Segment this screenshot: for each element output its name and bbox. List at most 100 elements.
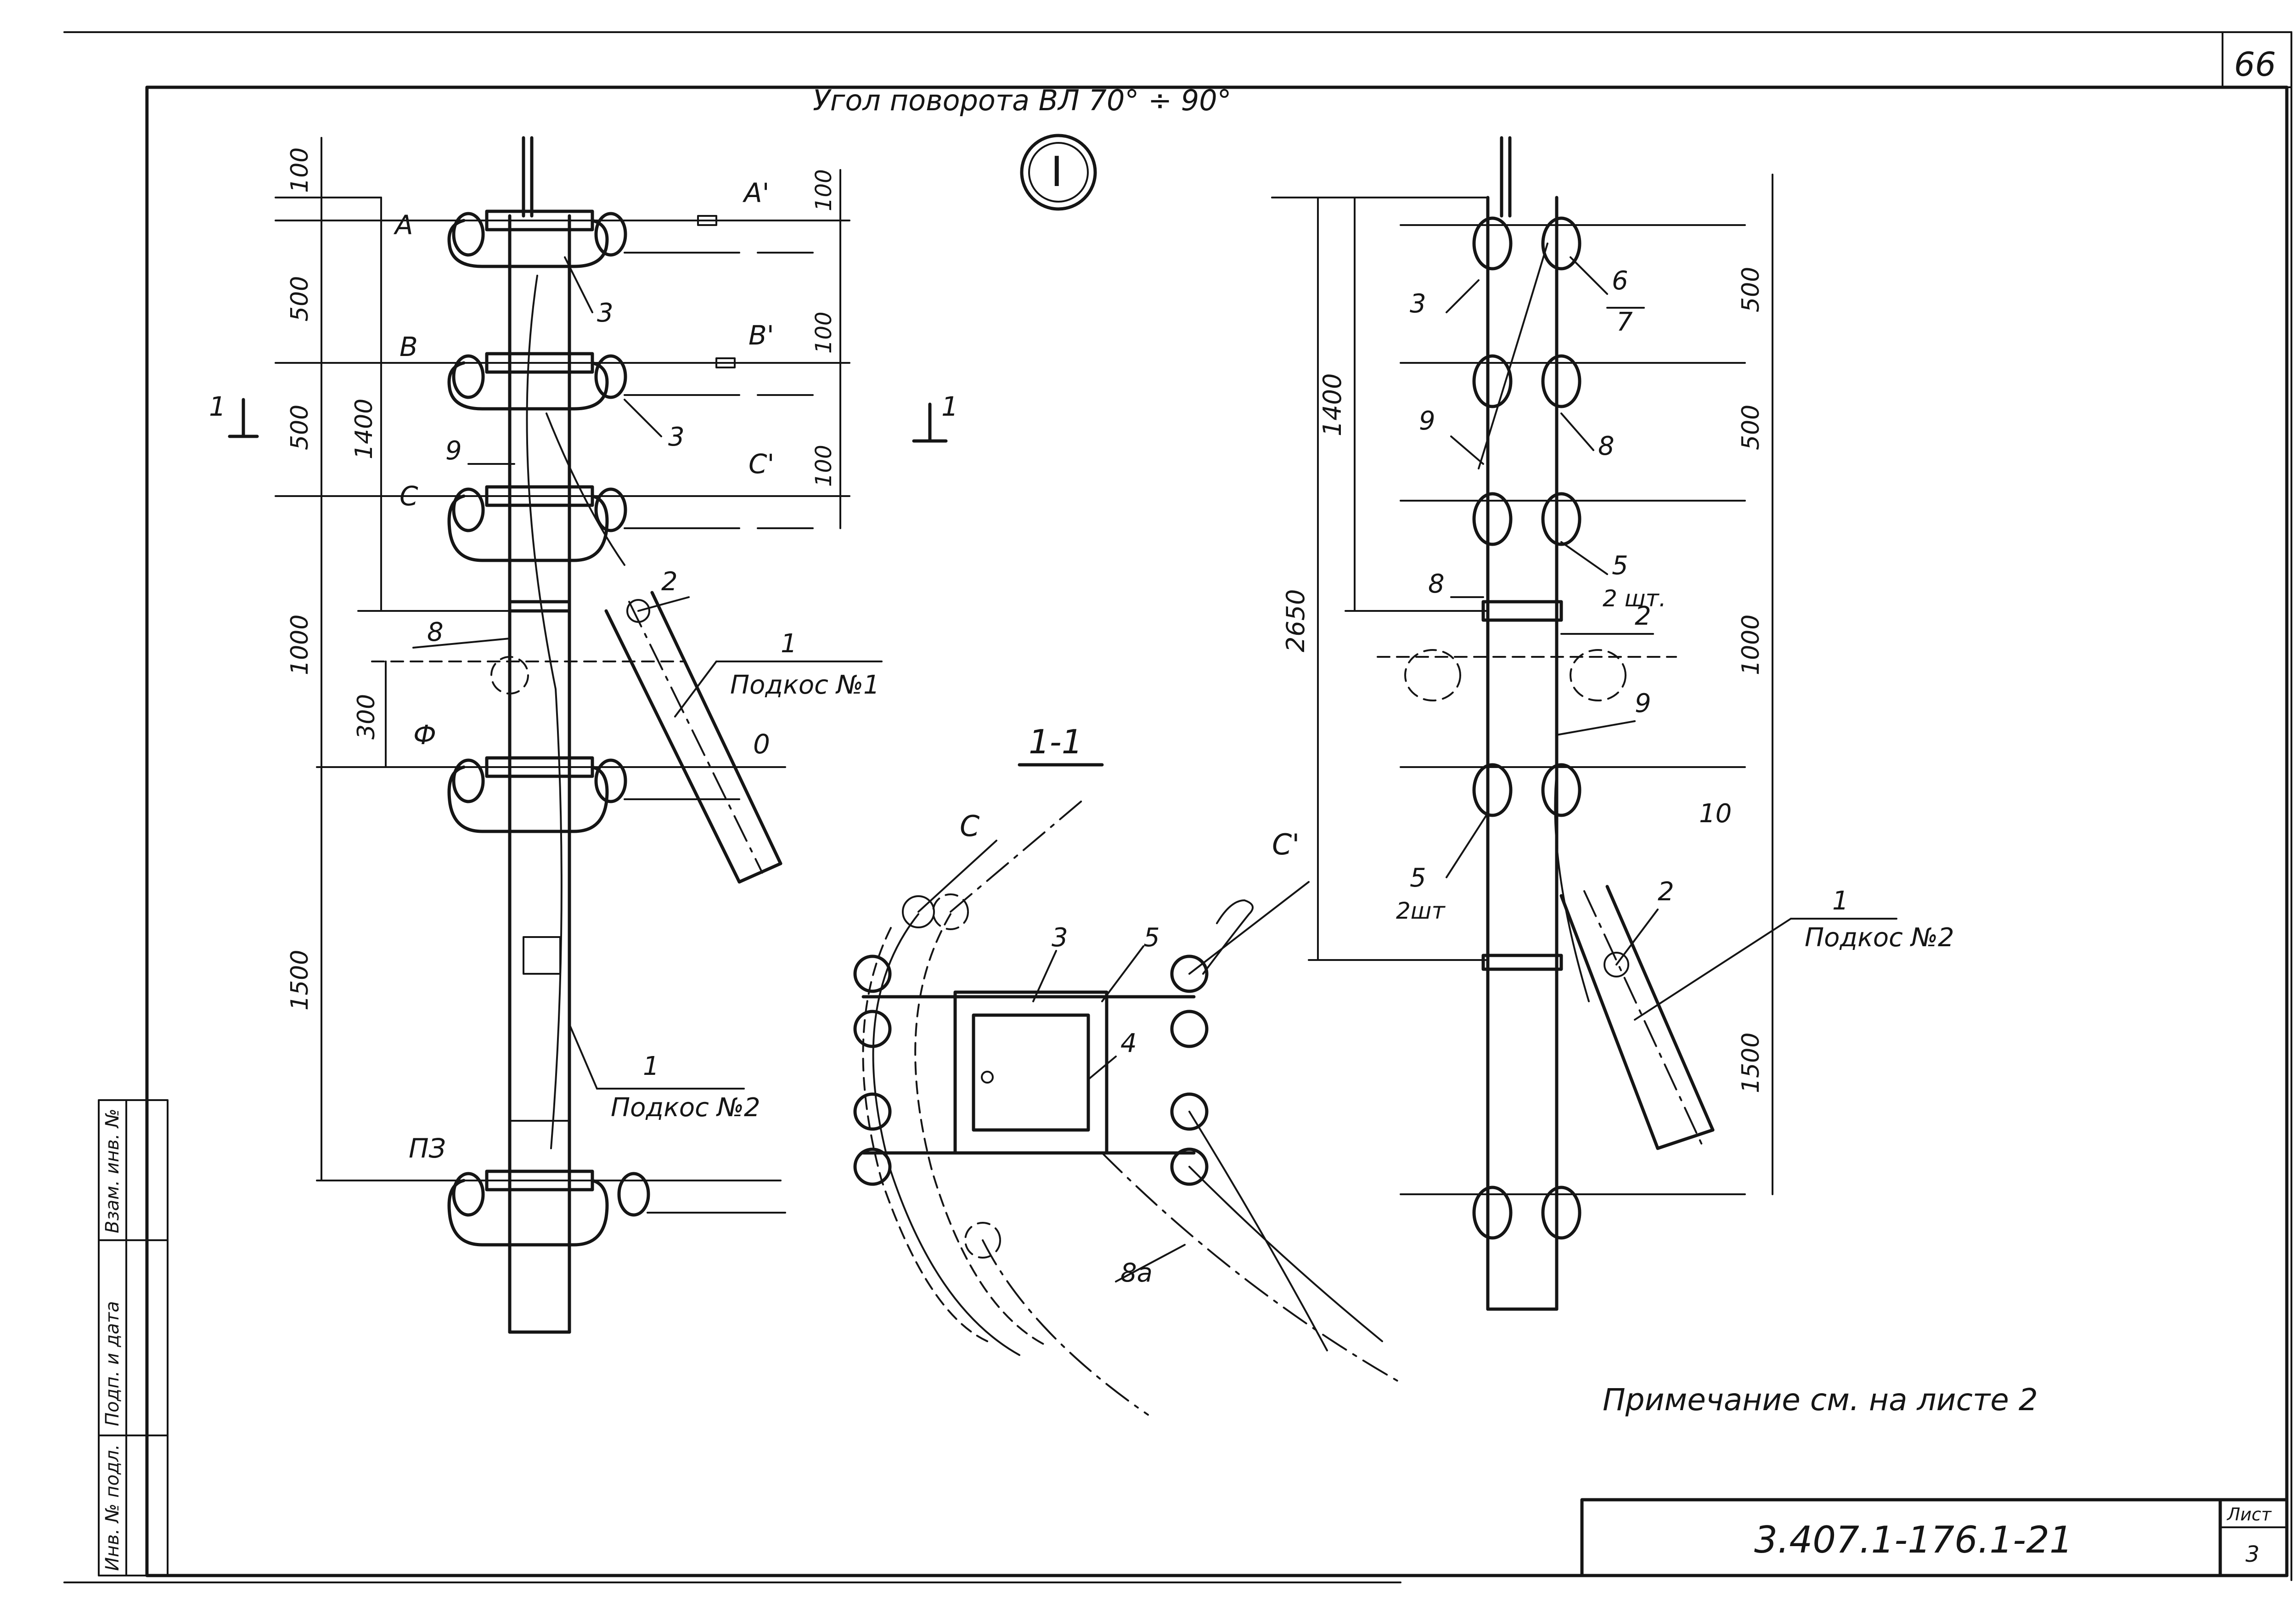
callouts-right: 3 6 7 9 8 5 2 шт. 8 2 9 10 5 2шт 2	[1396, 256, 1954, 1021]
level-F: Ф	[413, 719, 436, 751]
crossarms-left	[275, 209, 850, 1247]
callout-r-2sht-b: 2шт	[1396, 898, 1446, 924]
bracket-2-left	[508, 600, 571, 613]
section-label-C-prime: С'	[1272, 828, 1300, 861]
callout-r-2sht-a: 2 шт.	[1603, 585, 1666, 612]
callout-r-6: 6	[1612, 266, 1628, 296]
level-C-prime: С'	[748, 448, 774, 480]
dims-left-inner: 1400 300	[350, 197, 511, 768]
dim-1500-right: 1500	[1737, 1033, 1765, 1093]
dims-right-right: 500 500 1000 1500	[1737, 174, 1773, 1195]
section-view: 1-1	[853, 723, 1401, 1416]
callout-r-7: 7	[1616, 307, 1633, 337]
crossarms-right	[1377, 216, 1746, 1240]
brace-2-label-right: Подкос №2	[1805, 923, 1954, 953]
drawing-note: Примечание см. на листе 2	[1603, 1382, 2038, 1418]
crossarm-B	[275, 352, 850, 411]
callout-r-8-b: 8	[1428, 569, 1445, 599]
document-code: 3.407.1-176.1-21	[1754, 1519, 2073, 1561]
section-marker-right-label: 1	[941, 391, 958, 422]
level-B: В	[400, 331, 418, 362]
dim-right-100-b: 100	[811, 311, 837, 354]
callouts-left: 3 3 9 2 8 1 Подкос №1 1 Подкос №2	[412, 256, 883, 1123]
callout-9: 9	[445, 436, 462, 466]
left-view: 100 500 500 1000 1500 1400 300 100 100 1…	[209, 136, 958, 1334]
callout-r-10: 10	[1699, 799, 1732, 829]
sheet-label: Лист	[2226, 1504, 2272, 1525]
stamp-replace-inv: Взам. инв. №	[102, 1108, 123, 1233]
callout-r-9-b: 9	[1635, 689, 1651, 718]
brace-1-label: Подкос №1	[730, 670, 880, 700]
side-stamp: Инв. № подл. Подп. и дата Взам. инв. №	[98, 1099, 169, 1576]
level-C: С	[400, 480, 418, 512]
section-marker-right: 1	[912, 391, 958, 443]
callout-1-b: 1	[643, 1051, 659, 1081]
level-PZ: ПЗ	[409, 1133, 446, 1164]
callout-r-3: 3	[1410, 289, 1426, 319]
section-label-4: 4	[1120, 1028, 1137, 1058]
callout-r-5-a: 5	[1612, 551, 1628, 581]
wire-9b-right	[1554, 771, 1590, 1002]
section-marker-left: 1	[209, 391, 259, 438]
section-label-5: 5	[1143, 923, 1160, 953]
callout-8: 8	[427, 617, 444, 647]
detail-mark-label: I	[1051, 148, 1063, 196]
stamp-sign-date: Подп. и дата	[102, 1301, 123, 1426]
crossarm-0	[316, 756, 786, 833]
brace-1-left	[604, 591, 782, 884]
dims-left-outer: 100 500 500 1000 1500	[275, 137, 382, 1181]
section-label-3: 3	[1052, 923, 1068, 953]
dim-1500: 1500	[286, 950, 314, 1011]
callout-2: 2	[661, 567, 678, 597]
level-0: 0	[753, 729, 770, 760]
stamp-inv-number: Инв. № подл.	[102, 1444, 123, 1571]
callout-3-b: 3	[668, 422, 685, 452]
callout-r-2-b: 2	[1658, 877, 1674, 907]
page-number: 66	[2234, 45, 2276, 84]
callout-r-5-b: 5	[1410, 863, 1426, 893]
section-marker-left-label: 1	[209, 391, 226, 422]
dim-500-b: 500	[286, 405, 314, 450]
callout-r-8-a: 8	[1598, 431, 1615, 461]
level-A: А	[393, 209, 413, 241]
dim-500-right-a: 500	[1737, 267, 1765, 312]
sheet-frame: 66	[63, 31, 2292, 1583]
crossarm-C	[275, 485, 850, 562]
dim-1000-right: 1000	[1737, 615, 1765, 675]
crossarm-PZ	[316, 1169, 786, 1247]
callout-r-9-a: 9	[1419, 406, 1435, 436]
title-block: 3.407.1-176.1-21 Лист 3	[1580, 1498, 2289, 1577]
dim-1400-right: 1400	[1318, 373, 1347, 436]
dim-2650: 2650	[1281, 589, 1310, 652]
level-A-prime: А'	[742, 177, 770, 209]
sheet-number: 3	[2245, 1542, 2260, 1567]
wire-9b-left	[546, 412, 625, 566]
callout-r-2-a: 2	[1635, 601, 1651, 631]
wire-9-left	[526, 275, 563, 1149]
brace-2-right	[1559, 885, 1715, 1150]
right-view: 2650 1400 500 500 1000 1500 3 6 7 9 8 5 …	[1271, 136, 1954, 1311]
pole-right	[1486, 136, 1559, 1311]
section-title: 1-1	[1029, 723, 1083, 761]
dim-1000: 1000	[286, 615, 314, 675]
drawing-title: Угол поворота ВЛ 70° ÷ 90°	[813, 84, 1232, 117]
dims-left-right: 100 100 100	[811, 169, 841, 529]
pole-left	[508, 136, 571, 1334]
section-label-C: С	[960, 809, 980, 843]
dim-right-100-c: 100	[811, 445, 837, 487]
callout-3-a: 3	[597, 298, 613, 328]
level-B-prime: В'	[748, 320, 774, 351]
dim-right-100-a: 100	[811, 169, 837, 211]
dim-300: 300	[353, 694, 380, 740]
callout-1-a: 1	[781, 629, 797, 659]
crossarm-A	[275, 209, 850, 268]
detail-mark: I	[1020, 134, 1097, 211]
dims-right-left: 2650 1400	[1271, 197, 1489, 961]
dim-500-a: 500	[286, 276, 314, 322]
dim-500-right-b: 500	[1737, 405, 1765, 450]
dim-1400: 1400	[350, 399, 378, 459]
callout-r-1: 1	[1832, 886, 1849, 916]
brace-2-label-left: Подкос №2	[611, 1093, 760, 1123]
wire-9-right	[1478, 243, 1548, 469]
